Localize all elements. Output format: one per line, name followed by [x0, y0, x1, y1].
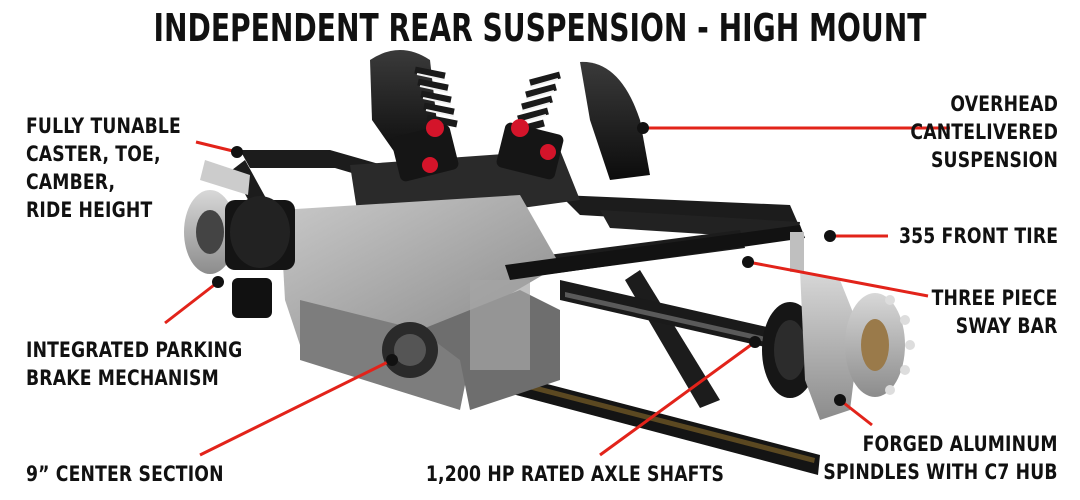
callout-caster-line-3: CAMBER, — [26, 170, 116, 194]
center-housing — [280, 195, 560, 410]
leader-sway-bar — [747, 260, 929, 298]
callout-parking-brake-line-1: INTEGRATED PARKING — [26, 338, 243, 362]
leader-dots — [212, 122, 846, 406]
callout-spindles: FORGED ALUMINUM SPINDLES WITH C7 HUB — [824, 430, 1058, 486]
lower-control-arm — [452, 360, 820, 475]
callout-overhead-line-3: SUSPENSION — [930, 148, 1058, 172]
callout-overhead-line-2: CANTELIVERED — [910, 120, 1058, 144]
callout-caster-line-4: RIDE HEIGHT — [26, 198, 153, 222]
leader-caster — [195, 140, 238, 154]
sway-bar — [505, 225, 805, 280]
leader-spindles — [839, 398, 873, 427]
callout-caster: FULLY TUNABLE CASTER, TOE, CAMBER, RIDE … — [26, 112, 181, 224]
coilover-shocks — [391, 66, 564, 182]
right-hub-assembly — [762, 270, 915, 420]
leader-parking-brake — [164, 280, 219, 325]
callout-overhead-line-1: OVERHEAD — [950, 92, 1058, 116]
leader-lines — [164, 126, 950, 457]
callout-overhead: OVERHEAD CANTELIVERED SUSPENSION — [910, 90, 1058, 174]
callout-sway-bar-line-2: SWAY BAR — [956, 314, 1058, 338]
right-axle-shaft — [560, 280, 780, 350]
callout-front-tire: 355 FRONT TIRE — [898, 224, 1058, 248]
callout-parking-brake-line-2: BRAKE MECHANISM — [26, 366, 219, 390]
callout-spindles-line-2: SPINDLES WITH C7 HUB — [823, 460, 1058, 484]
leader-center-section — [199, 358, 393, 457]
callout-parking-brake: INTEGRATED PARKING BRAKE MECHANISM — [26, 336, 242, 392]
callout-caster-line-1: FULLY TUNABLE — [26, 114, 181, 138]
callout-axle-shafts: 1,200 HP RATED AXLE SHAFTS — [425, 462, 725, 486]
callout-center-section: 9” CENTER SECTION — [26, 462, 224, 486]
leader-axle-shafts — [599, 340, 756, 457]
diagram-title: INDEPENDENT REAR SUSPENSION - HIGH MOUNT — [153, 6, 927, 50]
callout-spindles-line-1: FORGED ALUMINUM — [862, 432, 1058, 456]
callout-sway-bar: THREE PIECE SWAY BAR — [932, 284, 1058, 340]
left-hub-assembly — [184, 160, 295, 318]
callout-sway-bar-line-1: THREE PIECE — [932, 286, 1058, 310]
callout-caster-line-2: CASTER, TOE, — [26, 142, 161, 166]
